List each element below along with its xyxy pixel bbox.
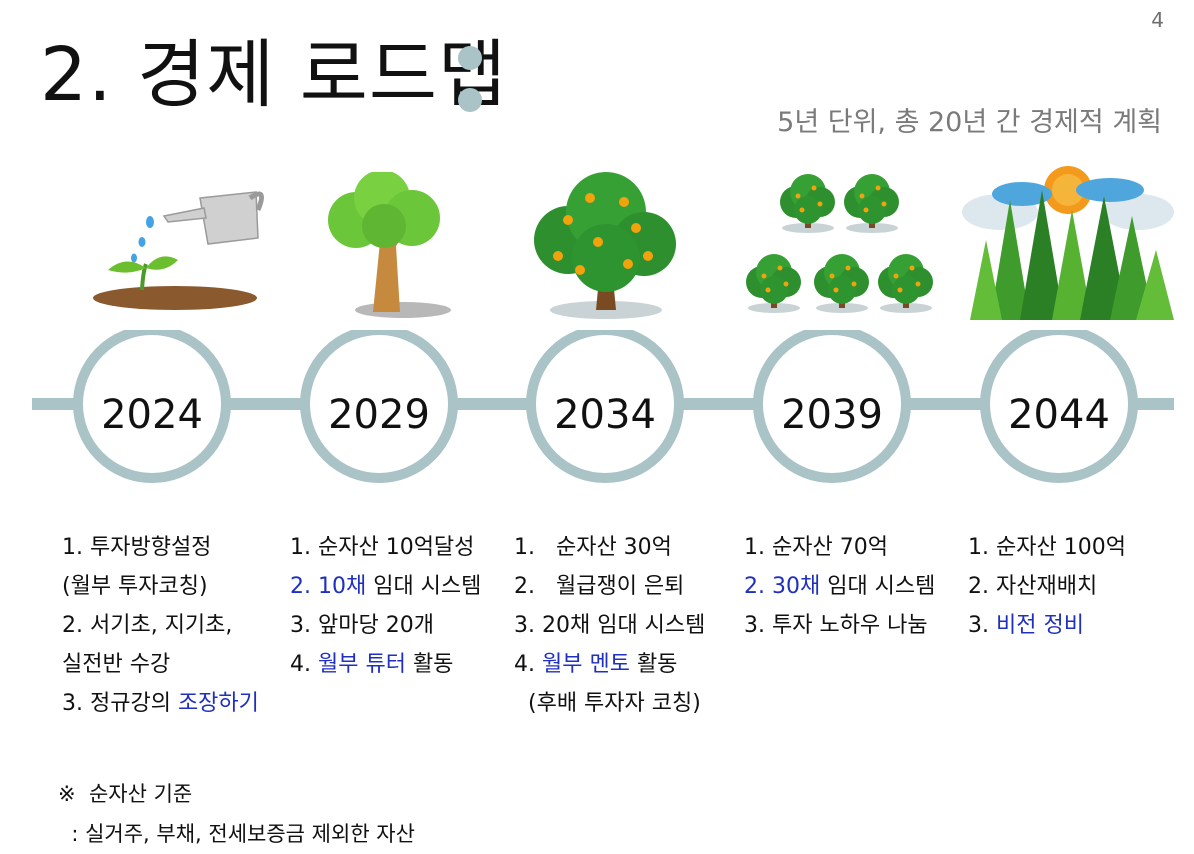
item-prefix: 3. — [968, 613, 996, 638]
item-prefix: 4. — [290, 652, 318, 677]
year-label: 2024 — [101, 392, 203, 438]
list-item: 1. 순자산 100억 — [968, 535, 1126, 560]
list-item: 3. 20채 임대 시스템 — [514, 613, 706, 638]
list-item: 3. 앞마당 20개 — [290, 613, 434, 638]
timeline-node — [753, 330, 911, 483]
forest-sun-icon — [962, 166, 1174, 320]
list-item: 2. 서기초, 지기초, — [62, 613, 233, 638]
year-label: 2034 — [554, 392, 656, 438]
footnote-line: ※ 순자산 기준 — [58, 782, 193, 806]
list-item: 3. 비전 정비 — [968, 606, 1126, 645]
page-number: 4 — [1151, 8, 1164, 32]
milestone-list-2044: 1. 순자산 100억 2. 자산재배치 3. 비전 정비 — [968, 528, 1126, 645]
list-item: 4. 월부 멘토 활동 — [514, 645, 705, 684]
item-highlight: 조장하기 — [177, 691, 259, 716]
list-item: 2. 월급쟁이 은퇴 — [514, 574, 685, 599]
list-item: 1. 순자산 10억달성 — [290, 535, 475, 560]
list-item: 1. 투자방향설정 — [62, 535, 212, 560]
list-item: 실전반 수강 — [62, 652, 171, 677]
list-item: 1. 순자산 30억 — [514, 535, 672, 560]
list-item: (후배 투자자 코칭) — [528, 691, 701, 716]
item-suffix: 임대 시스템 — [366, 574, 482, 599]
timeline-node — [980, 330, 1138, 483]
list-item: 1. 순자산 70억 — [744, 535, 888, 560]
orchard-icon — [746, 174, 933, 313]
list-item: 4. 월부 튜터 활동 — [290, 645, 481, 684]
item-highlight: 2. 10채 — [290, 574, 367, 599]
list-item: 3. 정규강의 조장하기 — [62, 684, 259, 723]
timeline-node — [300, 330, 458, 483]
timeline-node — [73, 330, 231, 483]
item-prefix: 4. — [514, 652, 542, 677]
year-label: 2029 — [328, 392, 430, 438]
page-subtitle: 5년 단위, 총 20년 간 경제적 계획 — [777, 107, 1162, 138]
list-item: 2. 30채 임대 시스템 — [744, 567, 935, 606]
title-dots-icon — [458, 46, 482, 112]
item-highlight: 비전 정비 — [995, 613, 1084, 638]
year-label: 2044 — [1008, 392, 1110, 438]
footnote: ※ 순자산 기준 : 실거주, 부채, 전세보증금 제외한 자산 — [58, 774, 415, 854]
footnote-line: : 실거주, 부채, 전세보증금 제외한 자산 — [58, 822, 415, 846]
item-highlight: 월부 튜터 — [317, 652, 406, 677]
page-title: 2. 경제 로드맵 — [40, 32, 508, 118]
item-suffix: 활동 — [629, 652, 678, 677]
item-highlight: 2. 30채 — [744, 574, 821, 599]
milestone-list-2039: 1. 순자산 70억 2. 30채 임대 시스템 3. 투자 노하우 나눔 — [744, 528, 935, 645]
timeline-node — [526, 330, 684, 483]
item-prefix: 3. 정규강의 — [62, 691, 178, 716]
list-item: 2. 10채 임대 시스템 — [290, 567, 481, 606]
seedling-watering-can-icon — [93, 191, 265, 310]
list-item: 2. 자산재배치 — [968, 574, 1098, 599]
fruit-tree-icon — [534, 172, 676, 319]
milestone-list-2034: 1. 순자산 30억 2. 월급쟁이 은퇴 3. 20채 임대 시스템 4. 월… — [514, 528, 705, 723]
item-suffix: 활동 — [405, 652, 454, 677]
item-suffix: 임대 시스템 — [820, 574, 936, 599]
milestone-list-2029: 1. 순자산 10억달성 2. 10채 임대 시스템 3. 앞마당 20개 4.… — [290, 528, 481, 684]
year-label: 2039 — [781, 392, 883, 438]
list-item: (월부 투자코칭) — [62, 574, 208, 599]
milestone-list-2024: 1. 투자방향설정 (월부 투자코칭) 2. 서기초, 지기초, 실전반 수강 … — [62, 528, 259, 723]
young-tree-icon — [328, 172, 451, 318]
list-item: 3. 투자 노하우 나눔 — [744, 613, 928, 638]
item-highlight: 월부 멘토 — [541, 652, 630, 677]
timeline — [32, 330, 1174, 483]
